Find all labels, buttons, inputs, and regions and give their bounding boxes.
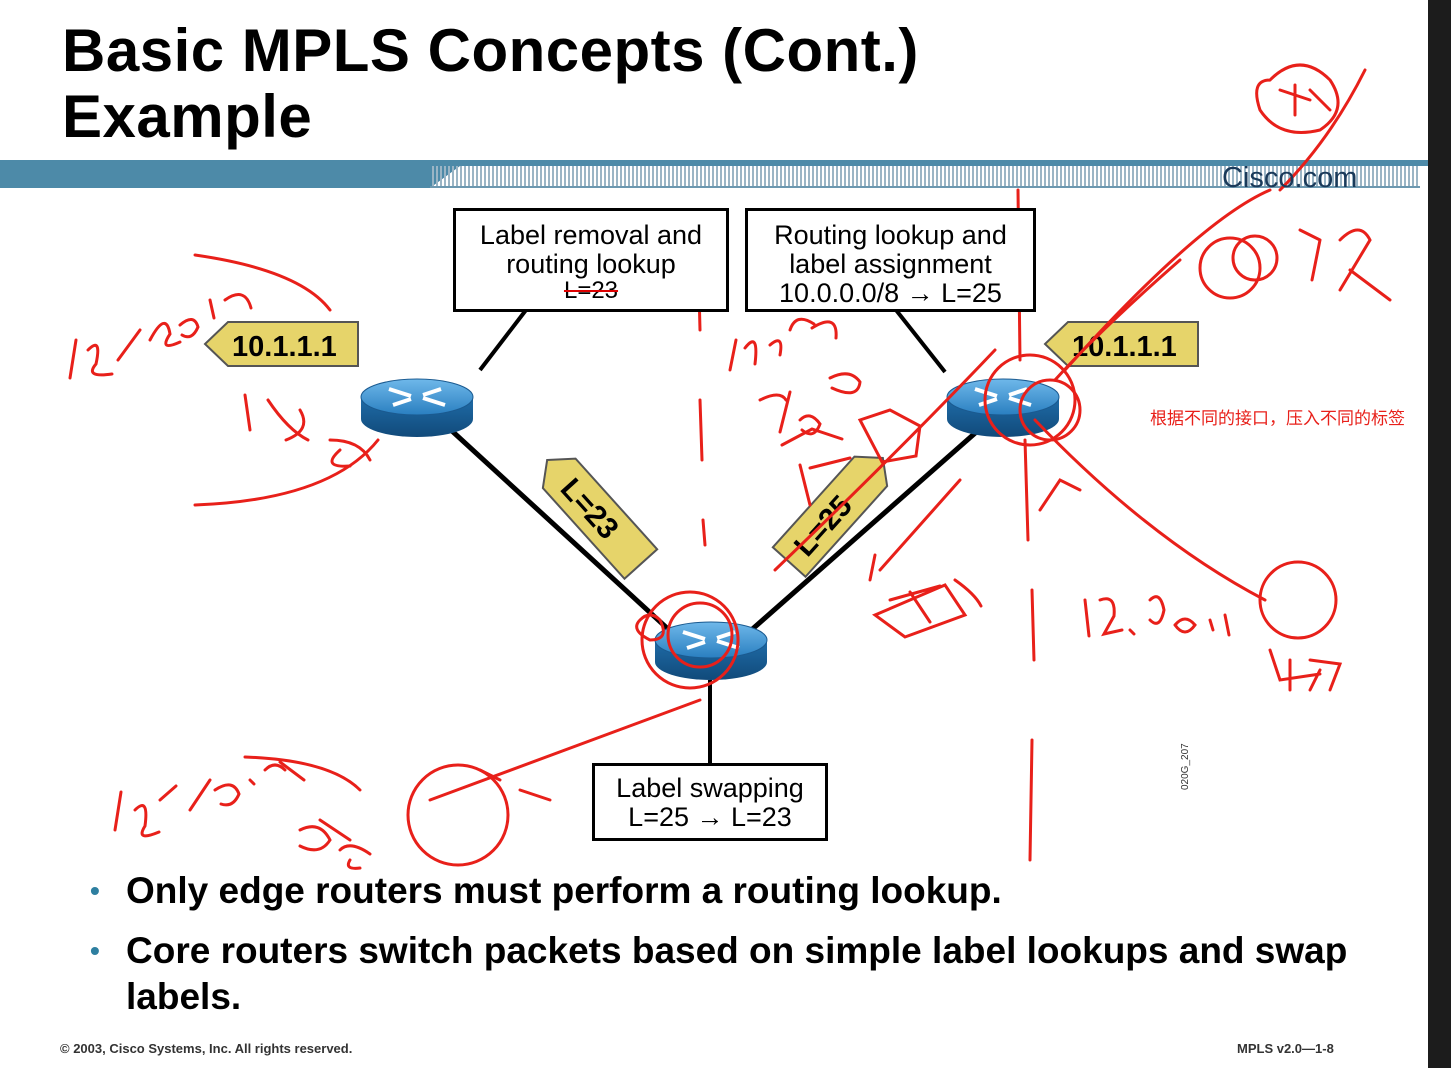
header-band: [0, 160, 1428, 188]
link-left-core: [438, 418, 682, 642]
callout-bottom-line-1: Label swapping: [616, 773, 804, 803]
handwriting-annotations: [68, 63, 1392, 870]
leader-left-box: [478, 308, 528, 372]
callout-routing-lookup: Routing lookup and label assignment 10.0…: [745, 208, 1036, 312]
bullet-text: Core routers switch packets based on sim…: [126, 930, 1348, 1017]
callout-bottom-line-2: L=25 → L=23: [628, 802, 792, 832]
callout-left-line-3: L=23: [563, 277, 619, 304]
ip-tag-left: 10.1.1.1: [203, 321, 359, 367]
router-arrows-icon: [388, 387, 446, 407]
link-right-core: [738, 418, 992, 642]
bullet-item: • Only edge routers must perform a routi…: [90, 868, 1390, 914]
footer-copyright: © 2003, Cisco Systems, Inc. All rights r…: [60, 1041, 353, 1056]
slide-code: 020G_207: [1180, 743, 1191, 790]
callout-left-line-2: routing lookup: [506, 249, 676, 279]
callout-label-removal: Label removal and routing lookup L=23: [453, 208, 729, 312]
footer-version: MPLS v2.0—1-8: [1237, 1041, 1334, 1056]
bullet-text: Only edge routers must perform a routing…: [126, 870, 1002, 911]
router-left[interactable]: [360, 378, 474, 437]
ip-tag-right-text: 10.1.1.1: [1072, 331, 1177, 363]
title-line-2: Example: [62, 83, 313, 150]
bullet-dot-icon: •: [90, 935, 100, 966]
cisco-logo: Cisco.com: [1222, 162, 1358, 194]
callout-label-swapping: Label swapping L=25 → L=23: [592, 763, 828, 841]
annotation-note: 根据不同的接口，压入不同的标签: [1150, 409, 1405, 429]
leader-right-box: [894, 308, 947, 374]
bullet-dot-icon: •: [90, 875, 100, 906]
callout-left-line-1: Label removal and: [479, 220, 703, 250]
callout-right-line-3: 10.0.0.0/8 → L=25: [779, 278, 1002, 308]
bullet-list: • Only edge routers must perform a routi…: [90, 868, 1390, 1034]
ip-tag-right: 10.1.1.1: [1043, 321, 1199, 367]
callout-right-line-2: label assignment: [789, 249, 992, 279]
ip-tag-left-text: 10.1.1.1: [232, 331, 337, 363]
window-edge: [1428, 0, 1451, 1068]
title-line-1: Basic MPLS Concepts (Cont.): [62, 17, 919, 84]
bullet-item: • Core routers switch packets based on s…: [90, 928, 1390, 1020]
callout-right-line-1: Routing lookup and: [774, 220, 1007, 250]
slide-title: Basic MPLS Concepts (Cont.) Example: [62, 18, 919, 150]
